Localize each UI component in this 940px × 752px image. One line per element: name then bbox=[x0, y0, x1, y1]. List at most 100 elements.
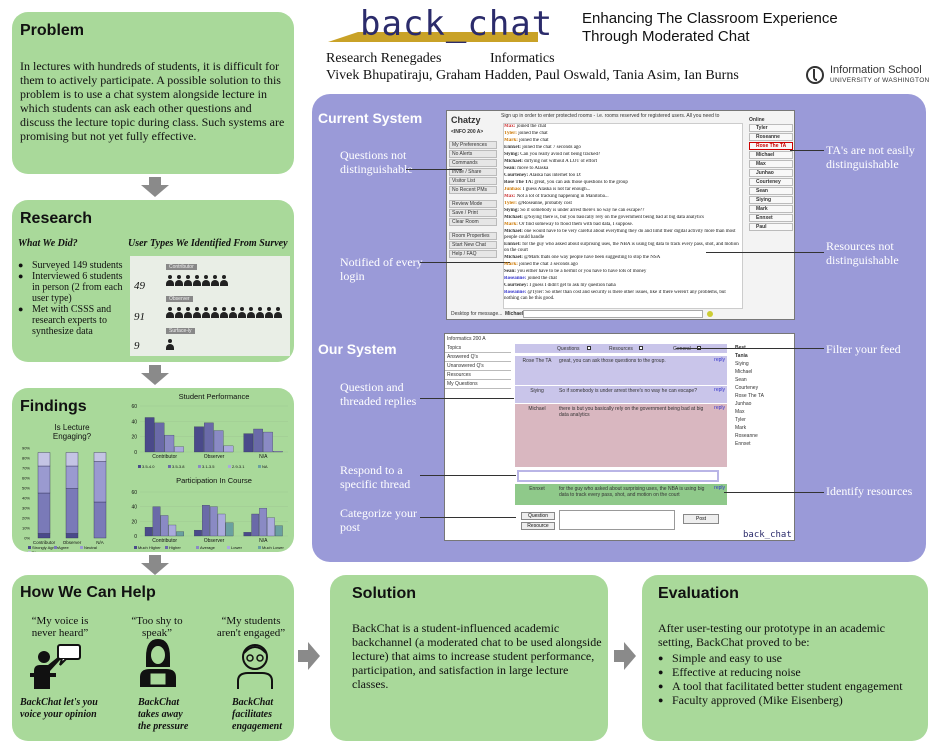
online-user[interactable]: Max bbox=[749, 160, 793, 168]
chatzy-menu-item[interactable]: Room Properties bbox=[449, 232, 497, 240]
nav-answered[interactable]: Answered Q's bbox=[445, 353, 511, 362]
logo-text: back_chat bbox=[360, 4, 554, 44]
bar bbox=[65, 533, 79, 539]
chat-message: Courteney: Alaska has internet too D: bbox=[504, 173, 582, 178]
problem-panel: Problem In lectures with hundreds of stu… bbox=[12, 12, 294, 174]
chat-message: Michael: @Mark thats one way people have… bbox=[504, 255, 661, 260]
nav-my-questions[interactable]: My Questions bbox=[445, 380, 511, 389]
thread-text: there is but you basically rely on the g… bbox=[559, 406, 704, 418]
reply-link[interactable]: reply bbox=[714, 485, 725, 491]
filter-questions[interactable]: Questions bbox=[557, 346, 580, 352]
question-button[interactable]: Question bbox=[521, 512, 555, 520]
x-tick-label: Contributor bbox=[152, 454, 177, 460]
online-user[interactable]: Rose The TA bbox=[749, 142, 793, 150]
backchat-user[interactable]: Junhao bbox=[735, 401, 752, 407]
backchat-user[interactable]: Siying bbox=[735, 361, 749, 367]
legend-label: 3.5-3.8 bbox=[172, 464, 185, 469]
backchat-user[interactable]: Ennxet bbox=[735, 441, 751, 447]
chat-message: Mark: joined the chat bbox=[504, 138, 549, 143]
reply-link[interactable]: reply bbox=[714, 357, 725, 363]
backchat-user[interactable]: Mark bbox=[735, 425, 747, 431]
backchat-screenshot: Informatics 200 A Topics Answered Q's Un… bbox=[444, 333, 795, 541]
chatzy-screenshot: Sign up in order to enter protected room… bbox=[446, 110, 795, 320]
bar bbox=[93, 461, 107, 503]
backchat-user[interactable]: Tania bbox=[735, 353, 748, 359]
backchat-user[interactable]: Tyler bbox=[735, 417, 746, 423]
chat-message: Roseanne: @Tyler: So other than cost and… bbox=[504, 290, 726, 301]
tagline-line2: Through Moderated Chat bbox=[582, 28, 750, 45]
callout-threaded: Question and threaded replies bbox=[340, 380, 417, 408]
post-button[interactable]: Post bbox=[683, 514, 719, 524]
backchat-user[interactable]: Sean bbox=[735, 377, 747, 383]
y-tick-label: 20% bbox=[22, 516, 30, 521]
chatzy-menu-item[interactable]: Commands bbox=[449, 159, 497, 167]
chatzy-menu-item[interactable]: Start New Chat bbox=[449, 241, 497, 249]
bar bbox=[209, 506, 218, 537]
chatzy-logo: Chatzy bbox=[451, 115, 481, 125]
chat-message: Mark: joined the chat 3 seconds ago bbox=[504, 262, 578, 267]
backchat-user[interactable]: Rose The TA bbox=[735, 393, 764, 399]
chatzy-menu-item[interactable]: Visitor List bbox=[449, 177, 497, 185]
reply-link[interactable]: reply bbox=[714, 405, 725, 411]
online-user[interactable]: Paul bbox=[749, 223, 793, 231]
online-user[interactable]: Sean bbox=[749, 187, 793, 195]
group-label: Contributor bbox=[166, 264, 197, 270]
chatzy-menu-item[interactable]: Help / FAQ bbox=[449, 250, 497, 258]
chat-input[interactable] bbox=[523, 310, 703, 318]
chatzy-menu-item[interactable]: Save / Print bbox=[449, 209, 497, 217]
thread-author: Rose The TA bbox=[522, 358, 552, 364]
send-icon[interactable] bbox=[707, 311, 713, 317]
online-user[interactable]: Roseanne bbox=[749, 133, 793, 141]
chatzy-menu-item[interactable]: No Alerts bbox=[449, 150, 497, 158]
checkbox-icon[interactable] bbox=[587, 346, 591, 350]
chatzy-menu-item[interactable]: Invite / Share bbox=[449, 168, 497, 176]
online-user[interactable]: Ennxet bbox=[749, 214, 793, 222]
bar bbox=[217, 513, 226, 537]
checkbox-icon[interactable] bbox=[639, 346, 643, 350]
legend-swatch bbox=[198, 465, 201, 468]
online-user[interactable]: Michael bbox=[749, 151, 793, 159]
y-tick-label: 10% bbox=[22, 526, 30, 531]
reply-box[interactable] bbox=[517, 470, 719, 482]
evaluation-bullet: A tool that facilitated better student e… bbox=[658, 679, 922, 693]
online-user[interactable]: Junhao bbox=[749, 169, 793, 177]
reply-link[interactable]: reply bbox=[714, 387, 725, 393]
speaker-icon bbox=[30, 644, 81, 689]
backchat-user[interactable]: Roseanne bbox=[735, 433, 758, 439]
thread-text: for the guy who asked about surprising u… bbox=[559, 486, 705, 498]
x-tick-label: Observer bbox=[204, 538, 225, 544]
online-user[interactable]: Courteney bbox=[749, 178, 793, 186]
chatzy-menu-item[interactable]: My Preferences bbox=[449, 141, 497, 149]
legend-label: Higher bbox=[169, 545, 181, 550]
bar bbox=[93, 452, 107, 462]
filter-general[interactable]: General bbox=[673, 346, 691, 352]
x-tick-label: N/A bbox=[259, 538, 268, 544]
resource-button[interactable]: Resource bbox=[521, 522, 555, 530]
nav-topics[interactable]: Topics bbox=[445, 344, 511, 353]
filter-resources[interactable]: Resources bbox=[609, 346, 633, 352]
chat-message: Ennxet: joined the chat 7 seconds ago bbox=[504, 145, 581, 150]
nav-unanswered[interactable]: Unanswered Q's bbox=[445, 362, 511, 371]
nav-resources[interactable]: Resources bbox=[445, 371, 511, 380]
chatzy-menu-item[interactable]: No Recent PMs bbox=[449, 186, 497, 194]
backchat-user[interactable]: Max bbox=[735, 409, 745, 415]
help-quote: “My voice is never heard” bbox=[31, 615, 89, 639]
what-heading: What We Did? bbox=[18, 238, 78, 249]
bar bbox=[243, 433, 254, 453]
online-user[interactable]: Tyler bbox=[749, 124, 793, 132]
online-user[interactable]: Siying bbox=[749, 196, 793, 204]
chatzy-menu-item[interactable]: Review Mode bbox=[449, 200, 497, 208]
online-user[interactable]: Mark bbox=[749, 205, 793, 213]
bar bbox=[154, 422, 165, 453]
backchat-user[interactable]: Courteney bbox=[735, 385, 759, 391]
chatzy-menu-item[interactable]: Clear Room bbox=[449, 218, 497, 226]
backchat-user[interactable]: Michael bbox=[735, 369, 753, 375]
post-input[interactable] bbox=[559, 510, 675, 530]
y-tick-label: 40 bbox=[131, 505, 137, 511]
legend-label: 3.1-3.5 bbox=[202, 464, 215, 469]
